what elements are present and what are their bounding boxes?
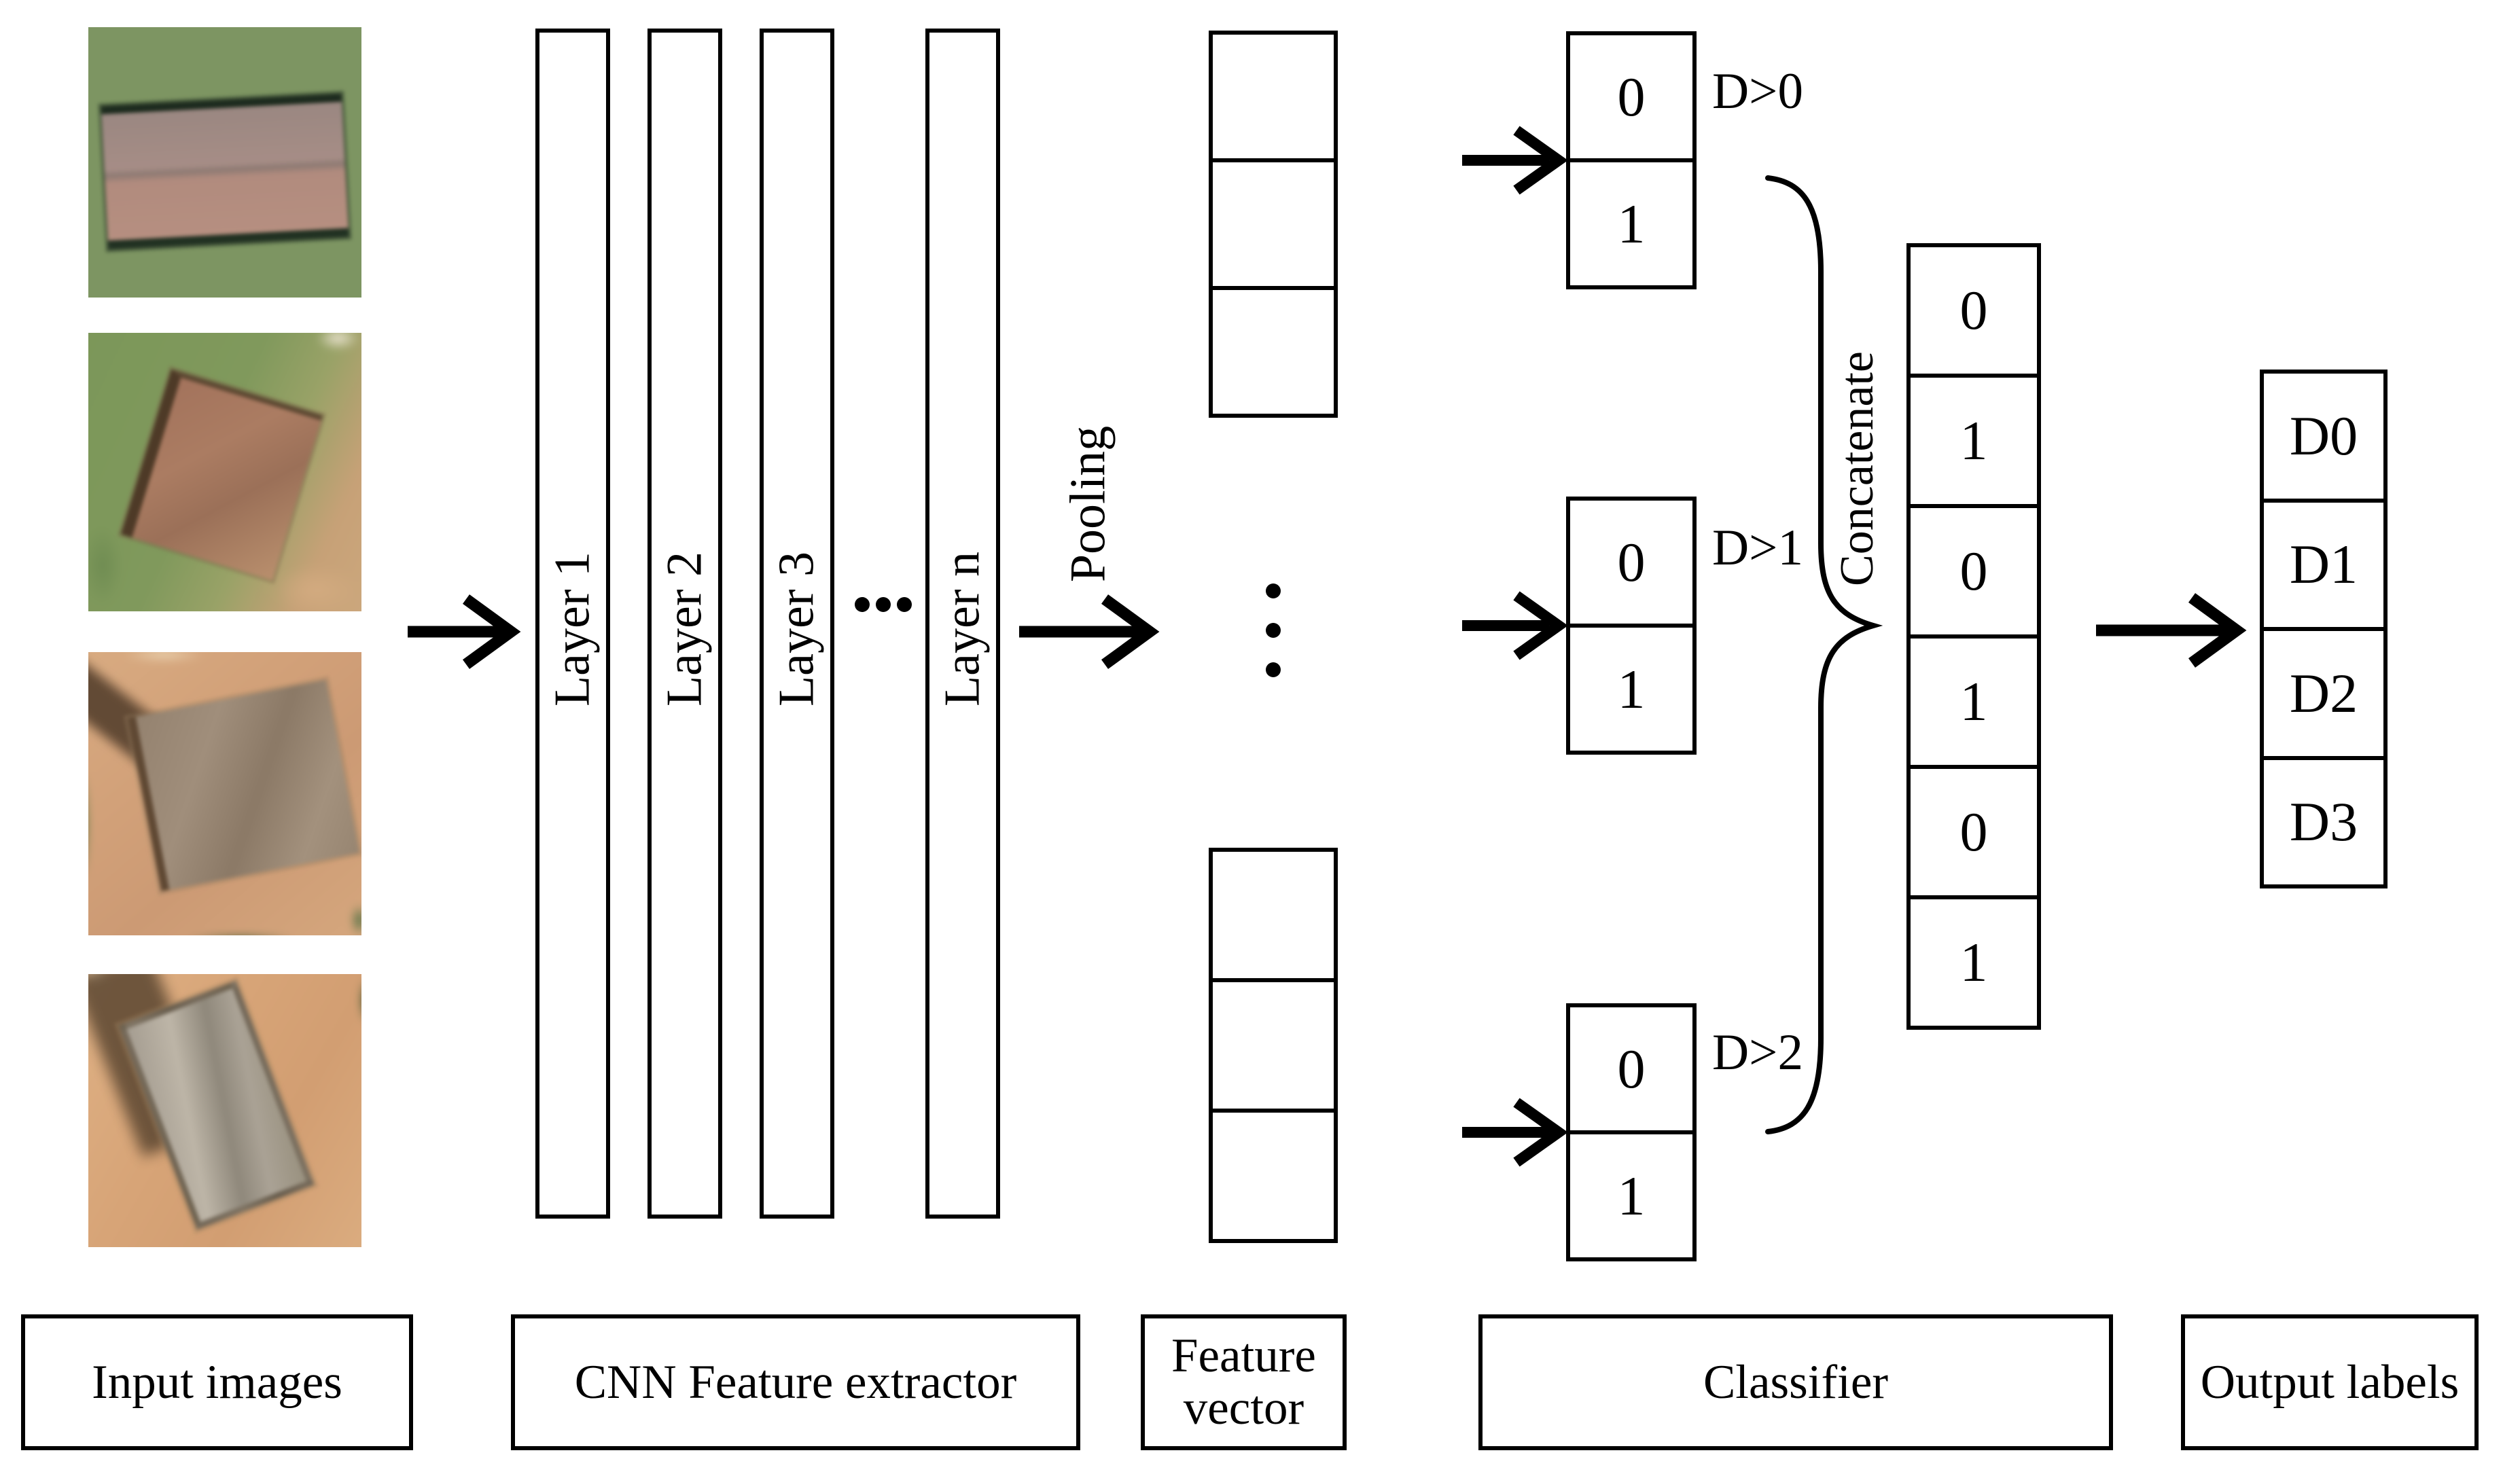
layer-label: Layer 2 [656,551,713,707]
cell-value: 0 [1911,504,2037,634]
cell-value: 1 [1911,895,2037,1026]
output-cell: D2 [2264,627,2383,756]
caption-text: Classifier [1703,1355,1889,1409]
classifier-arrow-3-icon [1462,1098,1568,1167]
feature-vector-top [1209,31,1338,418]
threshold-label-d1: D>1 [1712,520,1803,576]
binary-classifier-2: 0 1 [1566,497,1697,755]
cell-value: 0 [1617,65,1646,128]
arrow-right-icon [408,594,521,669]
caption-box-classifier: Classifier [1478,1314,2113,1450]
classifier-arrow-2-icon [1462,591,1568,660]
cell-value: 0 [1617,1037,1646,1100]
input-image-4 [88,974,361,1247]
pooling-label: Pooling [1060,425,1116,583]
caption-text: CNN Feature extractor [574,1355,1017,1409]
input-image-3 [88,652,361,935]
input-image-1 [88,27,361,298]
cell-value: 1 [1911,634,2037,765]
vector-cell [1213,35,1334,158]
vector-cell [1213,1109,1334,1239]
caption-text: Output labels [2200,1355,2460,1409]
cell-value: 0 [1617,531,1646,593]
pooling-arrow-icon [1019,594,1160,669]
cell-value: 0 [1959,279,1988,341]
caption-text-line1: Feature [1171,1329,1316,1383]
cell-value: 1 [1570,624,1692,751]
concatenate-brace [1765,175,1883,1134]
vector-cell [1213,286,1334,414]
caption-text: Input images [92,1355,342,1409]
ellipsis-horizontal-icon [855,597,912,612]
classifier-arrow-1-icon [1462,126,1568,195]
vector-cell [1213,158,1334,286]
output-label-vector: D0 D1 D2 D3 [2260,370,2388,888]
output-cell: D1 [2264,498,2383,628]
cell-value: 1 [1570,1130,1692,1257]
binary-classifier-1: 0 1 [1566,31,1697,289]
threshold-label-d2: D>2 [1712,1024,1803,1081]
binary-classifier-3: 0 1 [1566,1003,1697,1261]
cnn-layer-bar-2: Layer 2 [647,29,722,1219]
cnn-layer-bar-n: Layer n [925,29,1000,1219]
vector-cell [1213,852,1334,978]
cell-value: 0 [1911,765,2037,895]
layer-label: Layer n [934,551,991,707]
input-image-2 [88,333,361,611]
feature-vector-bottom [1209,848,1338,1243]
output-cell: D3 [2264,755,2383,885]
output-arrow-icon [2096,593,2247,668]
caption-box-output-labels: Output labels [2181,1314,2479,1450]
cnn-layer-bar-3: Layer 3 [760,29,834,1219]
cnn-layer-bar-1: Layer 1 [535,29,610,1219]
output-cell: D0 [2289,404,2358,467]
caption-text-line2: vector [1183,1382,1305,1435]
caption-box-input-images: Input images [21,1314,413,1450]
layer-label: Layer 3 [768,551,825,707]
caption-box-feature-vector: Feature vector [1141,1314,1347,1450]
building-roof [101,94,349,250]
layer-label: Layer 1 [544,551,601,707]
ellipsis-vertical-icon [1266,583,1281,677]
concatenated-vector: 0 1 0 1 0 1 [1906,243,2041,1030]
vector-cell [1213,978,1334,1109]
cell-value: 1 [1911,374,2037,504]
concatenate-label: Concatenate [1831,351,1883,586]
cell-value: 1 [1570,158,1692,285]
caption-box-cnn-feature-extractor: CNN Feature extractor [511,1314,1080,1450]
threshold-label-d0: D>0 [1712,63,1803,120]
